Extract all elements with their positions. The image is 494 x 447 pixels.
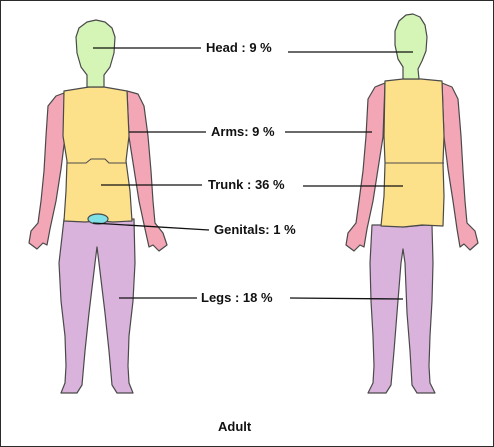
label-arms: Arms: 9 %: [209, 125, 277, 139]
caption-adult: Adult: [216, 420, 253, 434]
front-genitals: [88, 214, 108, 224]
label-trunk: Trunk : 36 %: [206, 178, 287, 192]
back-head: [395, 14, 427, 79]
label-legs: Legs : 18 %: [199, 291, 275, 305]
back-view: [346, 14, 478, 393]
front-head: [76, 20, 115, 87]
front-view: [29, 20, 167, 393]
back-arm-right: [442, 83, 478, 250]
front-legs: [59, 219, 135, 393]
front-trunk: [63, 87, 132, 222]
back-legs: [368, 225, 435, 393]
back-trunk: [381, 79, 444, 227]
front-arm-left: [29, 93, 65, 249]
label-genitals: Genitals: 1 %: [212, 223, 298, 237]
label-head: Head : 9 %: [204, 41, 274, 55]
